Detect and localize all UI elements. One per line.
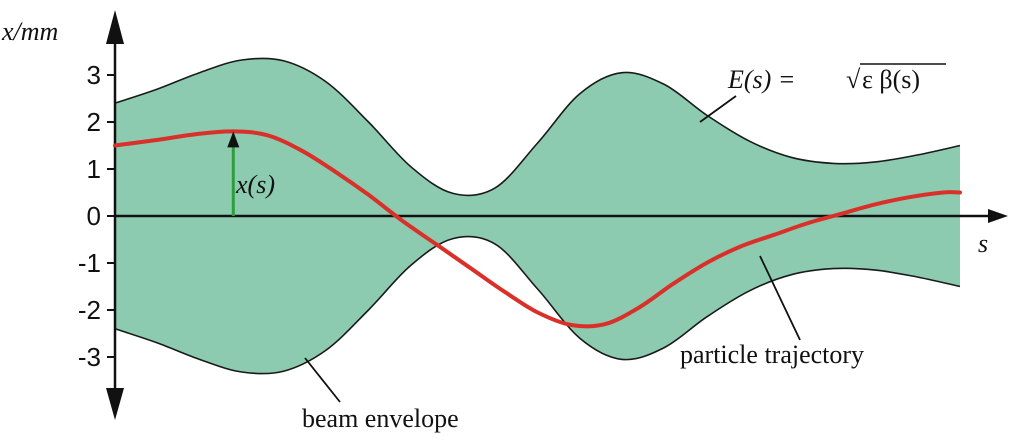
envelope-leader-line [304,357,341,403]
y-tick-label: 2 [87,107,101,137]
y-axis-arrowhead-bottom [106,388,124,420]
particle-trajectory-label: particle trajectory [680,340,864,369]
radical-sign: √ [846,65,861,94]
y-tick-label: 3 [87,60,101,90]
trajectory-leader-line [759,255,801,341]
envelope-formula-radicand: ε β(s) [862,65,920,94]
s-axis-arrowhead [988,209,1008,223]
y-tick-label: 0 [87,201,101,231]
y-axis-ticks: 3 2 1 0 -1 -2 -3 [78,60,115,372]
y-axis-arrowhead-top [106,10,124,44]
y-tick-label: -2 [78,295,101,325]
envelope-formula: E(s) = √ ε β(s) [727,63,946,94]
envelope-formula-lhs: E(s) = [727,65,795,94]
y-tick-label: -1 [78,248,101,278]
y-axis-label: x/mm [1,17,58,46]
s-axis-label: s [978,229,988,258]
beam-envelope-lower-edge [114,235,961,375]
y-tick-label: -3 [78,342,101,372]
particle-trajectory-line [113,129,962,329]
beam-envelope-label: beam envelope [302,404,459,433]
displacement-arrowhead [227,131,240,148]
beam-envelope-upper-edge [114,57,961,197]
displacement-label: x(s) [235,170,275,199]
formula-leader-line [699,95,737,123]
y-tick-label: 1 [87,154,101,184]
